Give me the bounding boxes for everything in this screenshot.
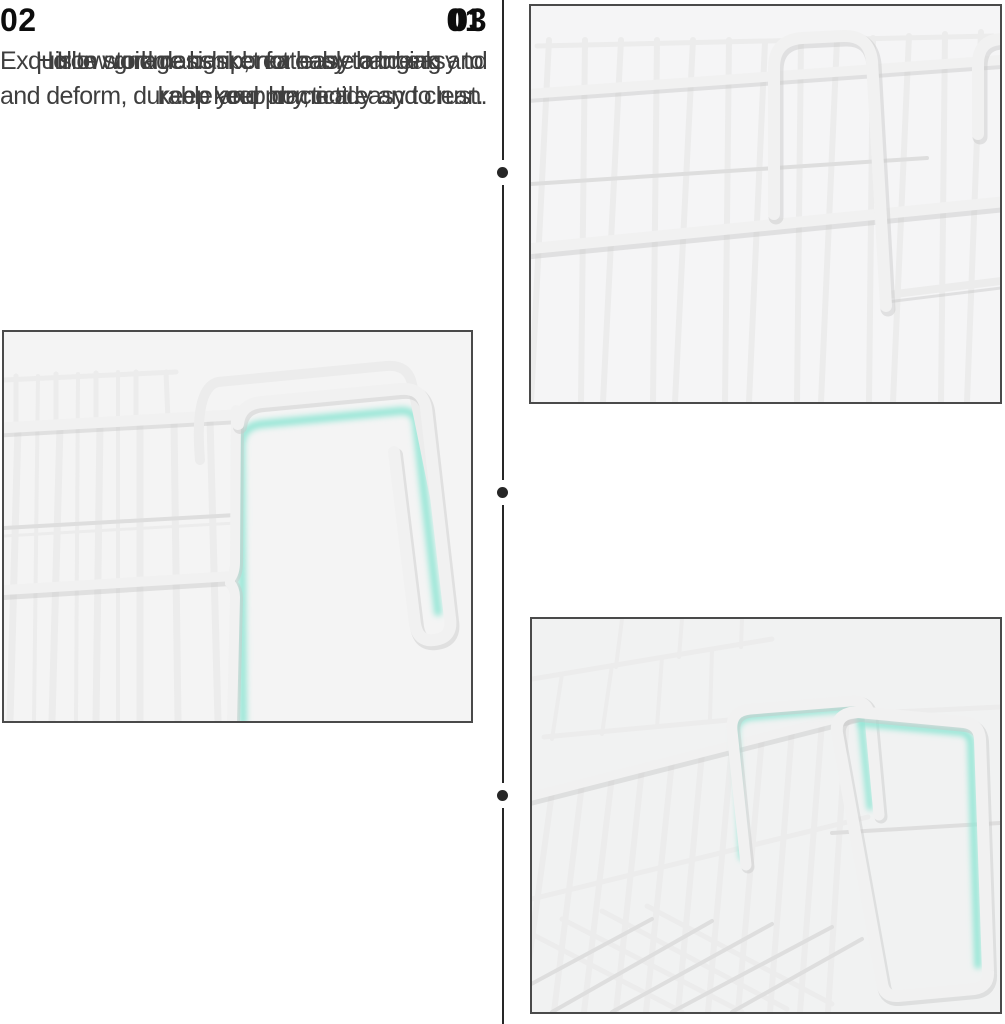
divider-dot-1 xyxy=(497,167,508,178)
divider-dot-2 xyxy=(497,487,508,498)
feature-number: 02 xyxy=(0,2,37,38)
feature-number: 01 xyxy=(446,2,483,38)
teal-highlight xyxy=(857,718,983,970)
wire-basket-side-hanging-hooks xyxy=(532,619,1000,1012)
feature-text: Iron storage basket for easy hanging and… xyxy=(56,47,488,110)
feature-text: Hollow grid design, breathable and easy … xyxy=(35,47,484,110)
divider-dot-3 xyxy=(497,790,508,801)
feature-text: Exquisite workmanship, not easy to break… xyxy=(0,47,438,110)
feature-03: 03 Iron storage basket for easy hanging … xyxy=(0,0,488,114)
divider-line xyxy=(502,0,504,1024)
feature-01: 01 Hollow grid design, breathable and ea… xyxy=(0,0,484,114)
wire-basket-top-with-hooks xyxy=(531,6,1000,402)
feature-number: 03 xyxy=(450,2,487,38)
wire-basket-corner-hook-closeup xyxy=(4,332,471,721)
photo-corner-hook-closeup xyxy=(2,330,473,723)
photo-side-hanging-hooks xyxy=(530,617,1002,1014)
feature-02: 02 Exquisite workmanship, not easy to br… xyxy=(0,0,471,114)
photo-basket-top xyxy=(529,4,1002,404)
